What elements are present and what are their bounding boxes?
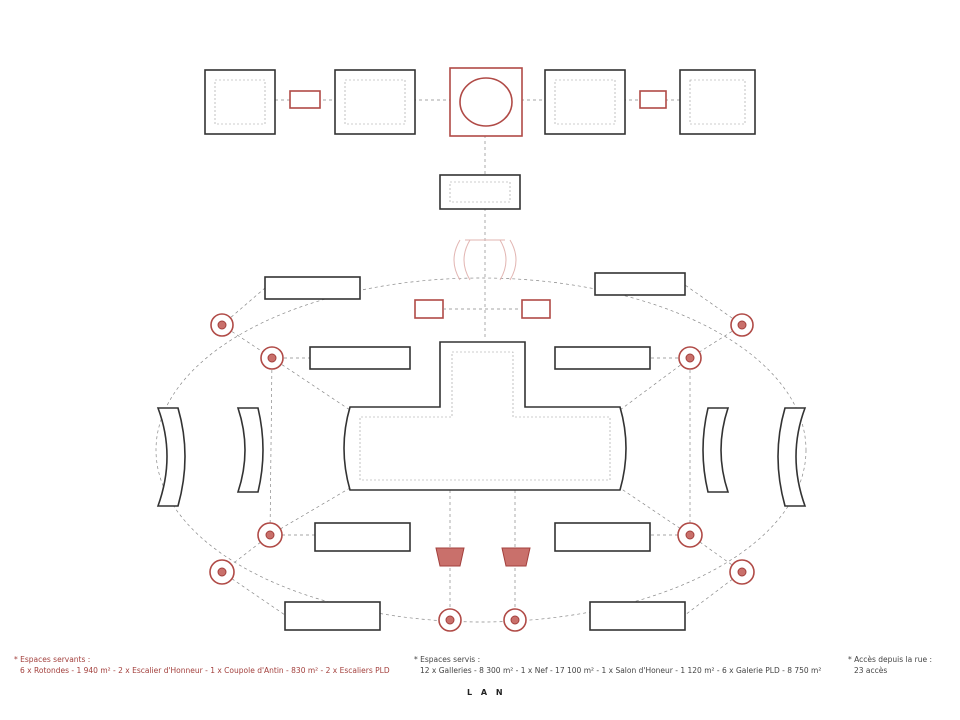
footer-label: L A N: [467, 688, 506, 697]
legend-servis-items: 12 x Galleries - 8 300 m² - 1 x Nef - 17…: [420, 666, 822, 675]
legend-servants-title: * Espaces servants :: [14, 655, 91, 664]
legend-servis-title: * Espaces servis :: [414, 655, 481, 664]
rotondes: [209, 313, 755, 632]
escaliers-pld: [414, 299, 551, 319]
legend-acces-title: * Accès depuis la rue :: [848, 655, 932, 664]
nef: [343, 341, 627, 491]
galleries: [156, 272, 807, 631]
legend-acces-items: 23 accès: [854, 666, 888, 675]
legend-espaces-servants: * Espaces servants : 6 x Rotondes - 1 94…: [14, 654, 390, 676]
legend-servants-items: 6 x Rotondes - 1 940 m² - 2 x Escalier d…: [20, 666, 390, 675]
top-row-buildings: [204, 67, 756, 210]
escaliers-honneur: [453, 239, 517, 281]
legend-espaces-servis: * Espaces servis : 12 x Galleries - 8 30…: [414, 654, 821, 676]
legend-acces: * Accès depuis la rue : 23 accès: [848, 654, 932, 676]
